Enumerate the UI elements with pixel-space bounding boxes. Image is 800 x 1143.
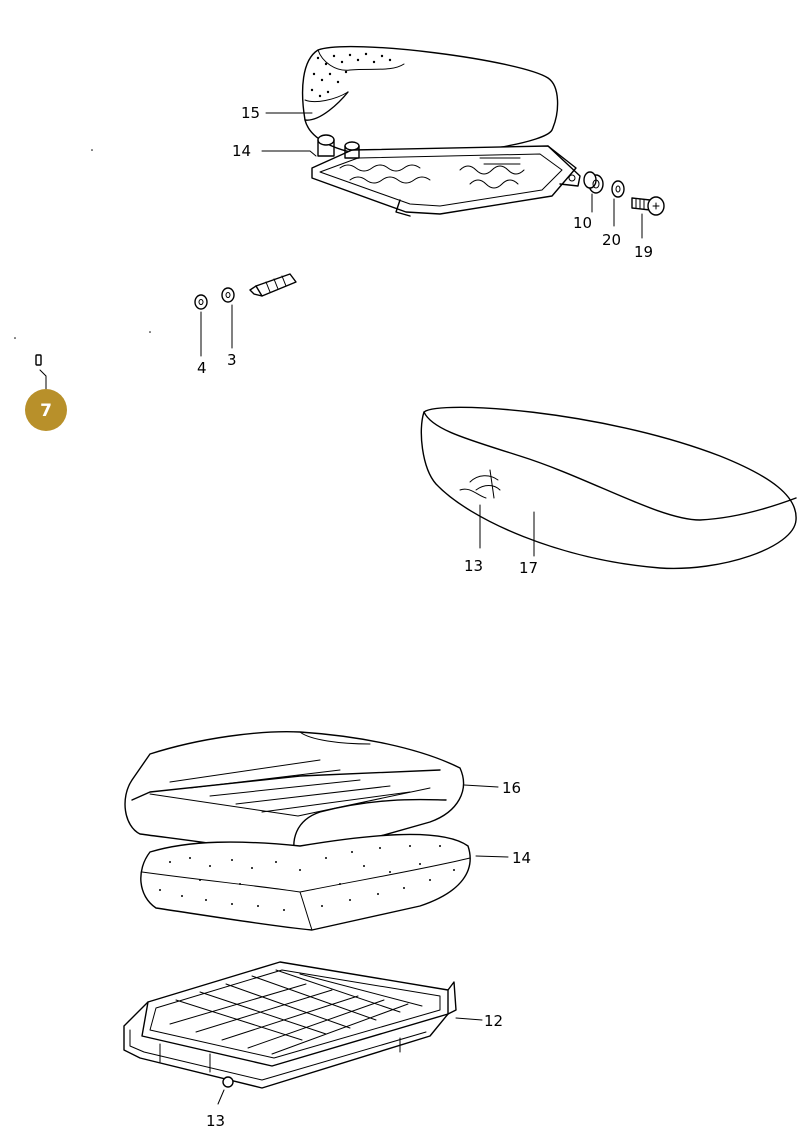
label-4: 4 (197, 359, 207, 377)
label-20: 20 (602, 231, 621, 249)
small-pin (35, 354, 47, 393)
part-16-seat-cover (124, 731, 499, 861)
part-14-foam-pad (140, 833, 509, 931)
label-17: 17 (519, 559, 538, 577)
label-14-top: 14 (232, 142, 251, 160)
label-15: 15 (241, 104, 260, 122)
badge-circle[interactable] (25, 389, 67, 431)
foam-speckle (159, 845, 455, 911)
leader-lines (261, 112, 317, 157)
label-13-middle: 13 (464, 557, 483, 575)
part-15-cushion (301, 45, 559, 157)
label-19: 19 (634, 243, 653, 261)
part-20-washer (611, 180, 625, 227)
part-3-washer (221, 287, 235, 349)
label-13-bottom: 13 (206, 1112, 225, 1130)
label-10: 10 (573, 214, 592, 232)
label-14-bottom: 14 (512, 849, 531, 867)
part-12-seat-frame (123, 961, 483, 1105)
label-16: 16 (502, 779, 521, 797)
stray-dots (14, 149, 151, 339)
part-19-bolt (631, 196, 665, 239)
badge-number: 7 (40, 401, 52, 421)
screw (249, 273, 297, 297)
label-12: 12 (484, 1012, 503, 1030)
label-3: 3 (227, 351, 237, 369)
part-14-seat-pan (311, 134, 581, 217)
callout-badge-7[interactable]: 7 (25, 389, 67, 431)
part-17-cushion (420, 406, 797, 570)
part-10-bushing (583, 171, 604, 213)
foam-texture (310, 52, 392, 98)
part-4-washer (194, 294, 208, 357)
